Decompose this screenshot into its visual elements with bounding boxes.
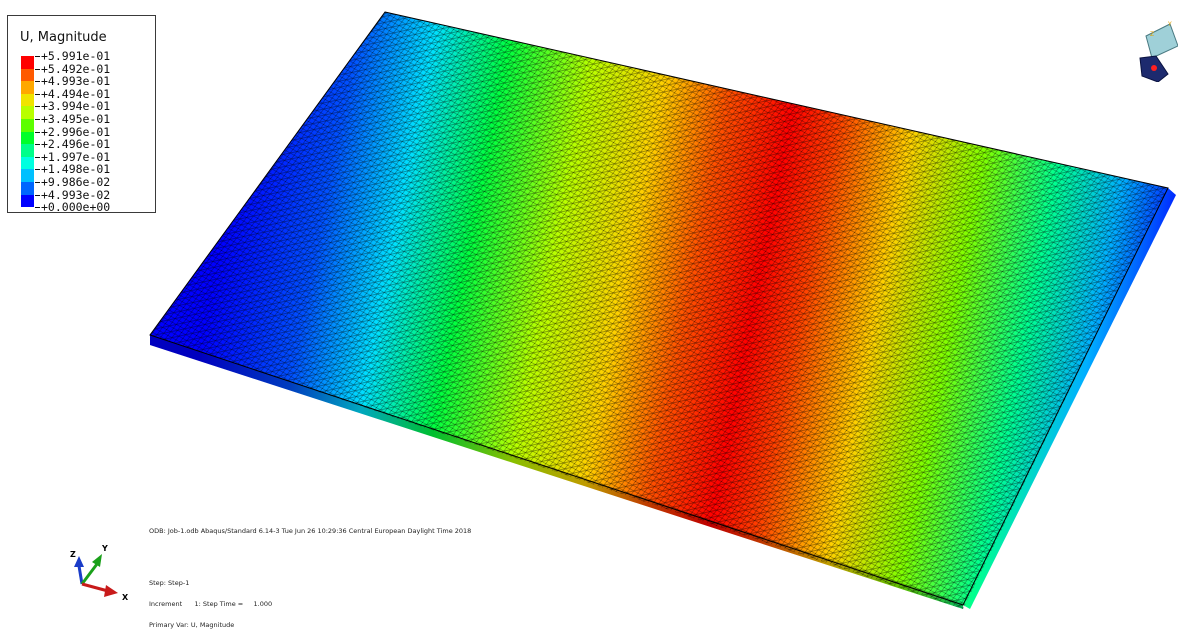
legend-tick [35,131,40,133]
legend-swatch [21,131,34,145]
step-label: Step: Step-1 [149,579,190,587]
legend-tick [35,169,40,171]
legend-swatch [21,182,34,195]
legend-label: +4.494e-01 [41,86,111,101]
legend-label: +3.495e-01 [41,112,111,126]
legend-color-bar [21,50,34,219]
y-axis-arrow [80,554,102,585]
legend-label: +5.991e-01 [41,49,111,63]
legend-swatch [21,119,34,132]
legend-label: +3.994e-01 [41,99,111,114]
legend-swatch [21,106,34,119]
view-cube-marker [1151,65,1157,71]
view-cube-z-label: Z [1150,31,1154,38]
legend-tick [35,207,40,209]
legend-tick [35,68,40,70]
step-info-block: Step: Step-1 Increment 1: Step Time = 1.… [149,566,272,636]
increment-label: Increment 1: Step Time = 1.000 [149,600,273,608]
legend-label: +9.986e-02 [41,175,111,189]
view-cube-face [1145,23,1178,59]
contour-legend[interactable]: U, Magnitude +5.991e-01+5.492e-01+4.993e… [7,15,156,213]
legend-swatch [21,56,34,69]
triad-x-label: X [122,593,129,602]
plate-edge-shade [150,335,963,609]
legend-swatch [21,194,34,208]
legend-swatch [21,93,34,107]
legend-label: +1.498e-01 [41,162,111,177]
view-cube[interactable]: Z Y [1132,18,1178,82]
legend-tick [35,119,40,120]
coordinate-triad: Z Y X [70,544,129,602]
legend-swatch [21,156,34,170]
legend-label: +0.000e+00 [41,200,111,215]
z-axis-arrow [74,556,84,585]
legend-label: +4.993e-02 [41,187,111,202]
triad-y-label: Y [101,544,108,553]
legend-tick [35,106,40,108]
legend-swatch [21,81,34,94]
odb-info-line: ODB: Job-1.odb Abaqus/Standard 6.14-3 Tu… [149,527,472,535]
primary-var-label: Primary Var: U, Magnitude [149,621,235,629]
legend-label: +5.492e-01 [41,61,111,76]
legend-tick [35,93,40,95]
view-cube-y-label: Y [1167,21,1172,28]
legend-tick [35,56,40,57]
legend-label: +1.997e-01 [41,149,111,164]
x-axis-arrow [81,582,118,597]
legend-swatch [21,169,34,182]
legend-tick [35,156,40,158]
plate-outline [149,11,1169,606]
legend-swatch [21,68,34,82]
legend-label: +2.496e-01 [41,137,111,152]
plate-right-edge [963,188,1176,609]
model-viewport[interactable] [0,0,1180,609]
triad-z-label: Z [70,550,76,559]
legend-tick [35,194,40,196]
legend-tick [35,182,40,183]
legend-label: +2.996e-01 [41,124,111,139]
legend-tick [35,81,40,83]
legend-swatch [21,144,34,157]
legend-title: U, Magnitude [20,30,107,45]
legend-tick [35,144,40,146]
mesh-overlay [150,12,1168,609]
plate-model[interactable] [100,0,1180,609]
legend-label: +4.993e-01 [41,74,111,89]
